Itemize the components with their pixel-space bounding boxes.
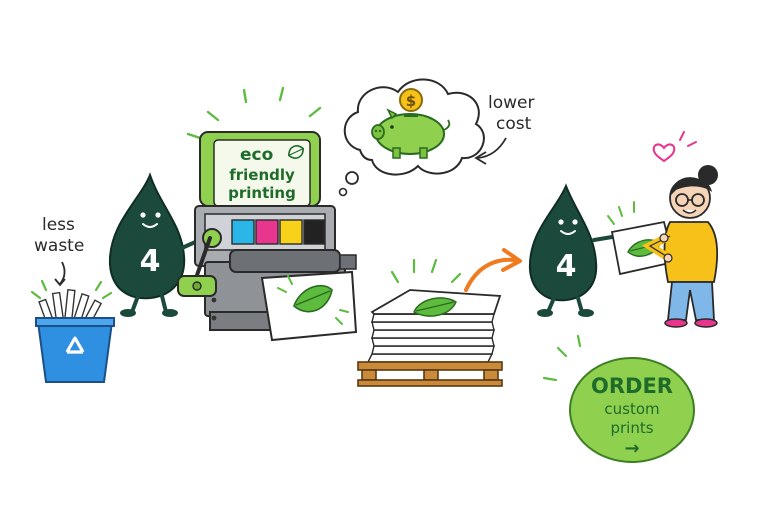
lower-cost-label: lower cost (474, 93, 534, 165)
order-cta-button[interactable]: ORDER custom prints → (542, 334, 695, 463)
order-cta-line1: ORDER (591, 374, 673, 398)
thought-cloud: $ (338, 78, 485, 197)
printer-crank (177, 228, 222, 297)
printer-sign-line1: eco (240, 145, 273, 165)
mascot-left-smile (142, 223, 158, 228)
mascot-left-body (108, 172, 186, 300)
lower-cost-line1: lower (488, 93, 534, 113)
printer-sparkles (186, 86, 322, 140)
coin-icon: $ (399, 88, 423, 112)
less-waste-label: less waste (34, 215, 84, 287)
printer-sign-line3: printing (228, 184, 296, 202)
customer-smile (682, 209, 697, 214)
arrow-icon (464, 248, 522, 292)
order-cta-circle[interactable] (569, 357, 695, 463)
ink-black (303, 219, 325, 245)
mascot-right-number: 4 (556, 249, 577, 284)
mascot-left-eye (140, 212, 146, 218)
order-cta-line3: prints (610, 419, 653, 437)
mascot-right-smile (560, 230, 576, 235)
ink-yellow (279, 219, 303, 245)
order-cta-line2: custom (604, 400, 659, 418)
customer (641, 131, 718, 328)
customer-hair-bun (698, 165, 718, 185)
less-waste-line1: less (42, 215, 75, 235)
printer-sign-line2: friendly (229, 166, 295, 184)
mascot-right-eye (558, 219, 564, 225)
mascot-left: 4 (108, 172, 207, 317)
less-waste-line2: waste (34, 236, 84, 256)
recycling-bin (30, 279, 115, 383)
printed-sheet (260, 270, 358, 342)
recycle-icon (65, 336, 85, 354)
customer-pants (667, 281, 715, 321)
piggy-bank-icon (371, 108, 451, 159)
printer: eco friendly printing (177, 86, 358, 342)
mascot-left-number: 4 (140, 244, 161, 279)
pallet (357, 361, 503, 387)
ink-magenta (255, 219, 279, 245)
customer-shirt (663, 221, 718, 283)
mascot-right: 4 (528, 183, 620, 317)
lower-cost-line2: cost (496, 114, 532, 134)
order-cta-arrow-icon: → (624, 438, 639, 459)
paper-sheets (366, 313, 495, 363)
coin-symbol: $ (406, 92, 416, 110)
leaf-icon (287, 145, 305, 159)
mascot-right-body (528, 183, 598, 302)
printer-roller (229, 249, 341, 273)
paper-stack (357, 258, 503, 387)
heart-icon (652, 143, 676, 163)
lower-cost-arrow (477, 137, 507, 159)
ink-cyan (231, 219, 255, 245)
